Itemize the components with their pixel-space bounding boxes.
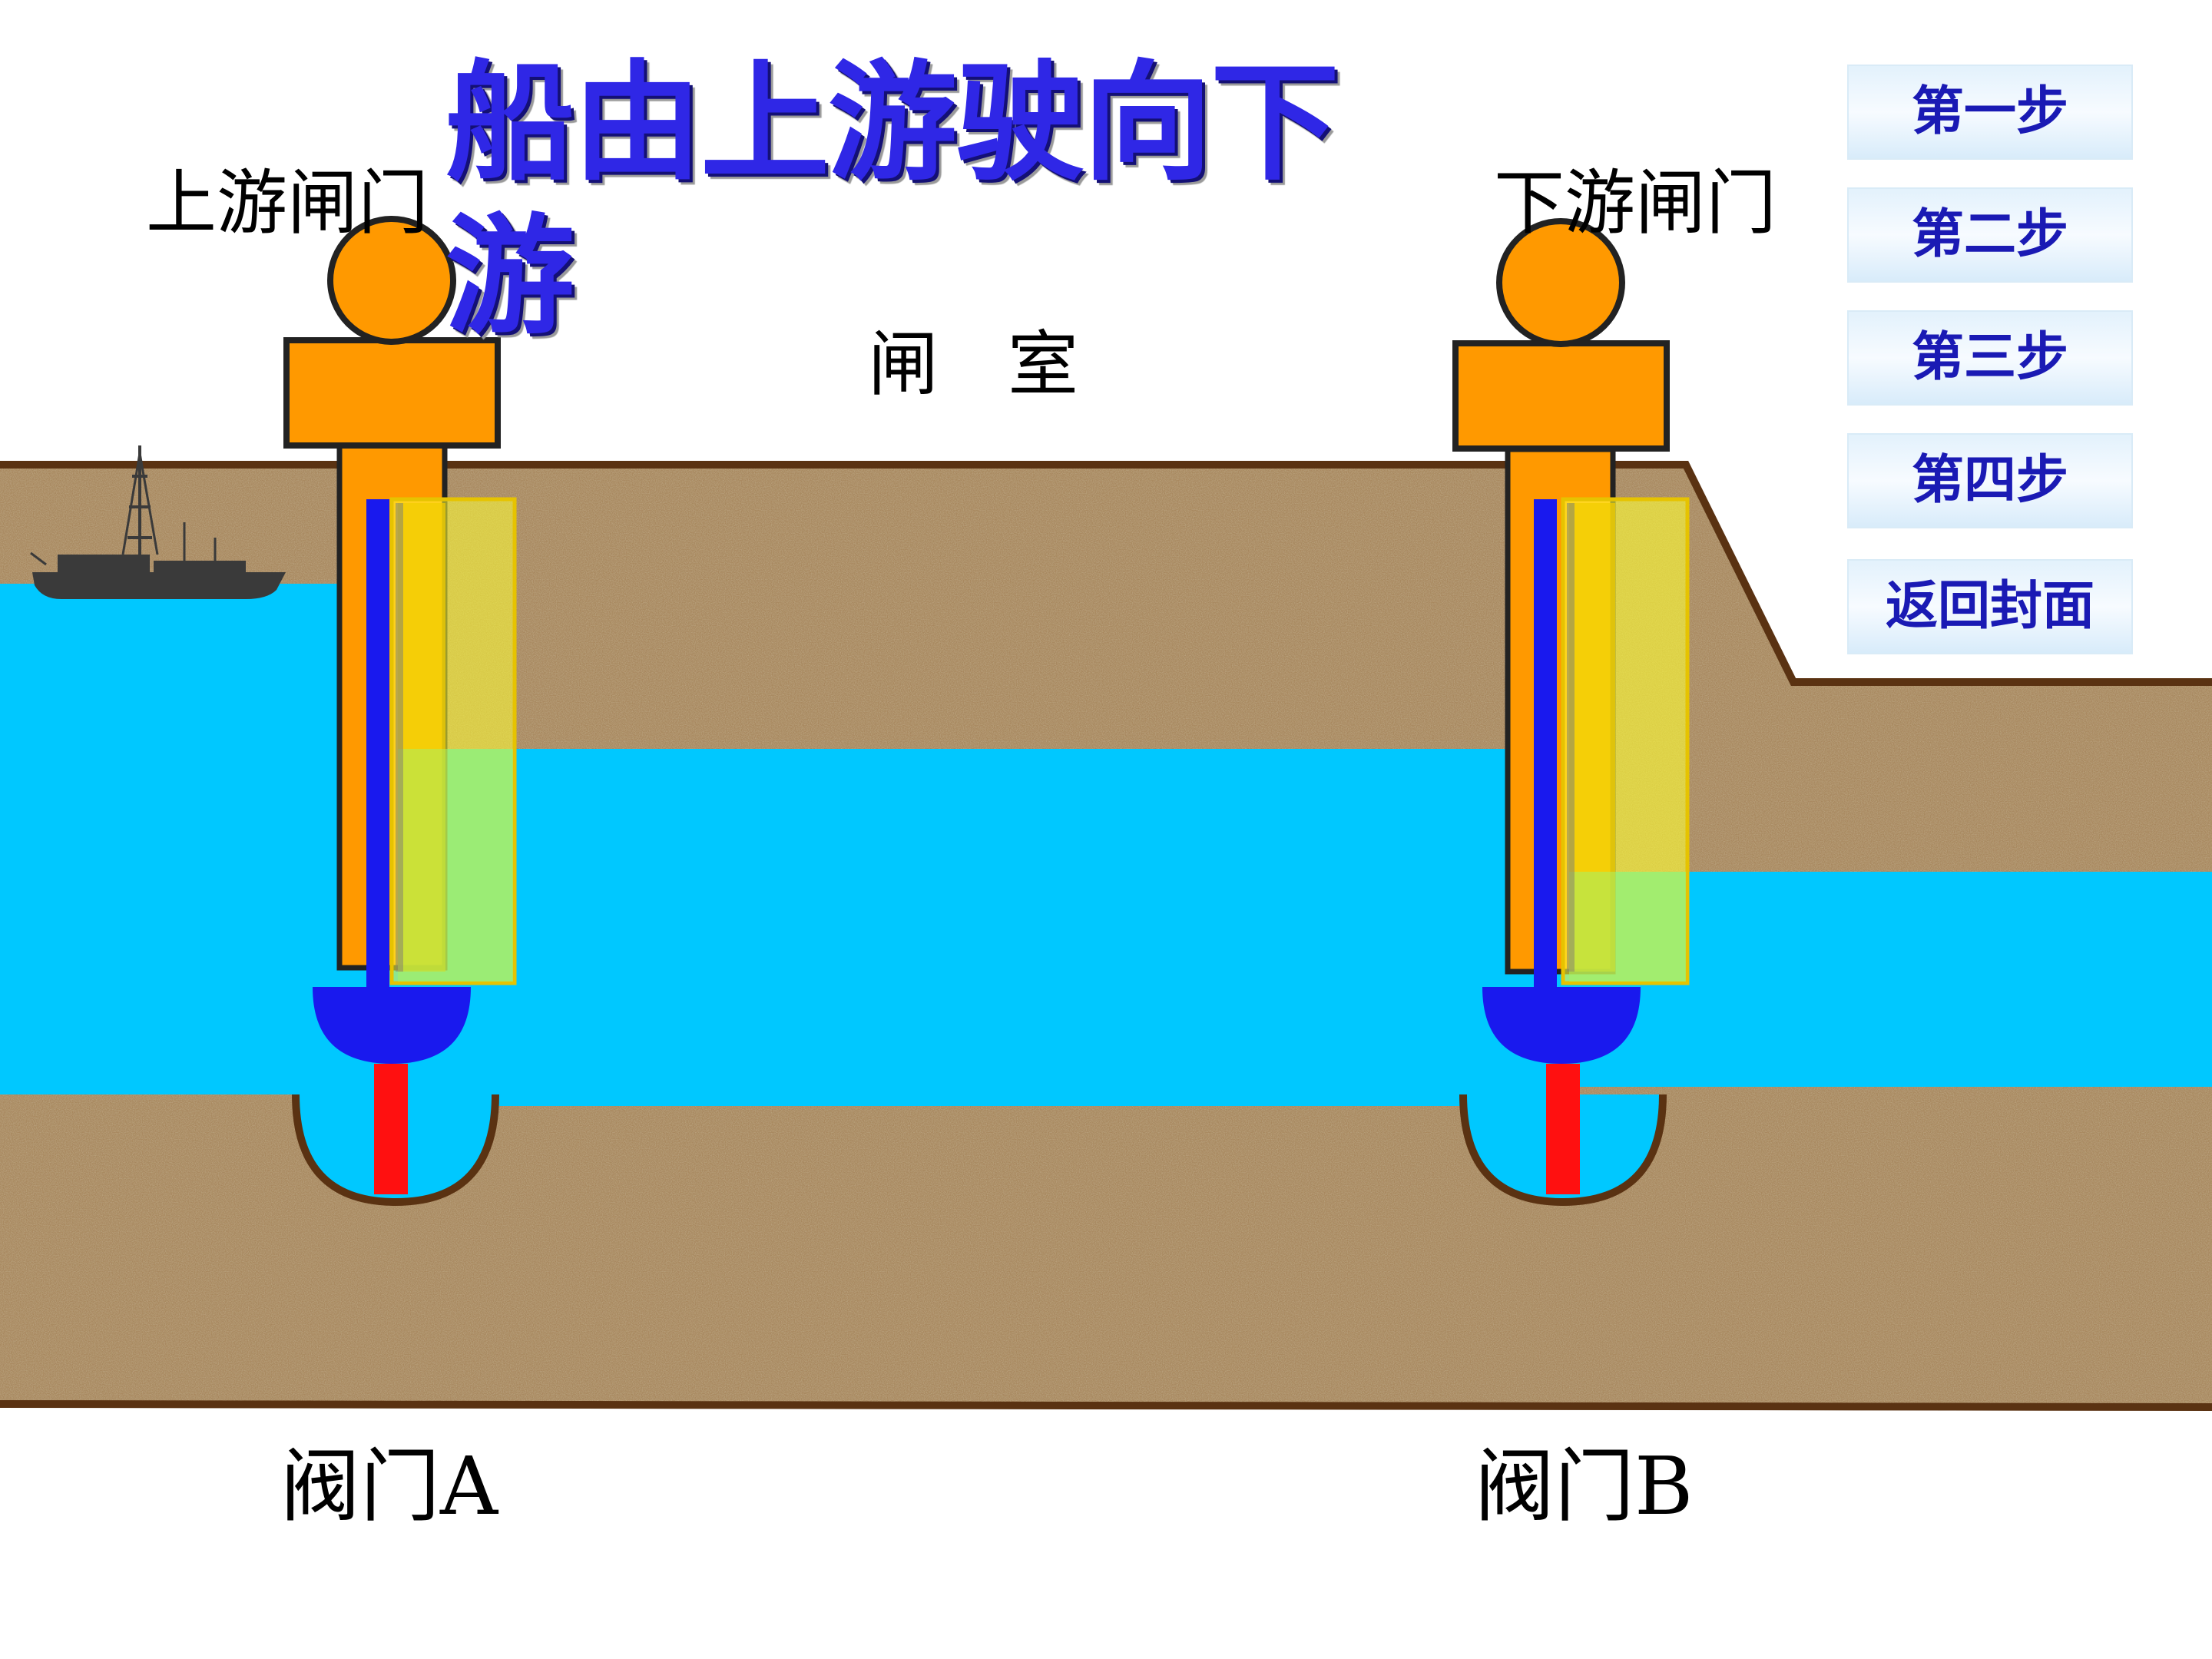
- upstream-gate: [283, 216, 517, 1064]
- valve-b-culvert: [1459, 1064, 1667, 1207]
- downstream-gate-wheel: [1496, 218, 1625, 347]
- step-2-button[interactable]: 第二步: [1847, 187, 2133, 283]
- upstream-valve-rod: [366, 499, 389, 998]
- upstream-gate-wheel: [327, 216, 456, 345]
- downstream-gate: [1452, 218, 1690, 1064]
- step-3-button[interactable]: 第三步: [1847, 310, 2133, 406]
- downstream-valve-rod: [1534, 499, 1557, 998]
- step-1-button[interactable]: 第一步: [1847, 65, 2133, 160]
- ship-icon: [30, 445, 286, 599]
- valve-a-seal: [374, 1064, 408, 1194]
- step-4-button[interactable]: 第四步: [1847, 433, 2133, 528]
- upstream-gate-cap: [283, 337, 501, 449]
- upstream-water: [0, 584, 346, 1094]
- valve-b-label: 阀门B: [1475, 1439, 1694, 1533]
- chamber-label: 闸室: [868, 323, 1148, 406]
- valve-b-seal: [1546, 1064, 1580, 1194]
- return-to-cover-button[interactable]: 返回封面: [1847, 559, 2133, 654]
- downstream-valve-head: [1482, 987, 1641, 1064]
- soil-outline: [0, 461, 2212, 1411]
- downstream-gate-cap: [1452, 340, 1670, 452]
- valve-a-label: 阀门A: [280, 1439, 498, 1533]
- downstream-gate-label: 下游闸门: [1494, 162, 1777, 244]
- page-title: 船由上游驶向下游: [445, 48, 1339, 352]
- upstream-gate-label: 上游闸门: [146, 162, 429, 244]
- upstream-valve-head: [313, 987, 471, 1064]
- valve-a-culvert: [292, 1064, 499, 1207]
- chamber-water: [346, 749, 1559, 1106]
